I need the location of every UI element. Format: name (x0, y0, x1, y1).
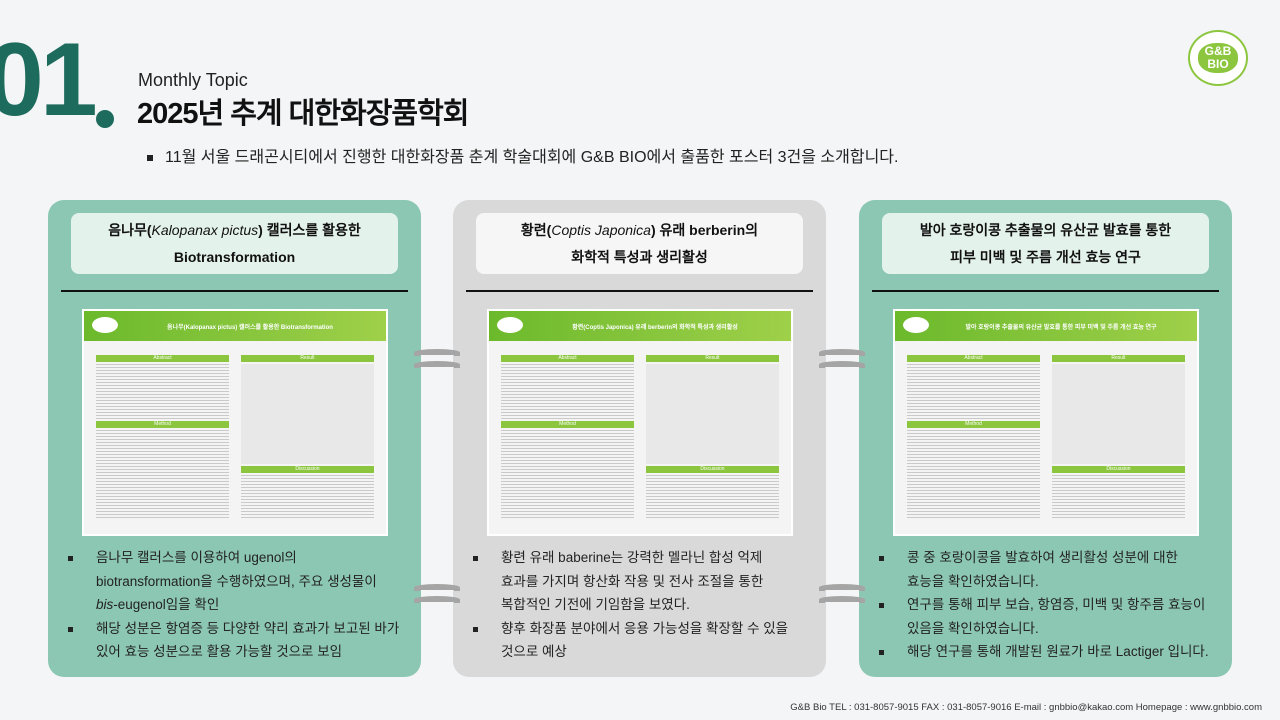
list-item-line: 복합적인 기전에 기임함을 보였다. (501, 597, 690, 612)
logo-text: G&B (1204, 44, 1232, 58)
title-line2: Biotransformation (173, 249, 296, 265)
page-subtitle: Monthly Topic (138, 70, 248, 90)
poster-title: 발아 호랑이콩 추출물의 유산균 발효를 통한 피부 미백 및 주름 개선 효능… (965, 324, 1157, 331)
divider (466, 290, 813, 292)
bullet-list: 음나무 캘러스를 이용하여 ugenol의 biotransformation을 … (66, 546, 411, 664)
poster-section: Abstract (907, 355, 1040, 362)
poster-section: Abstract (501, 355, 634, 362)
poster-title: 음나무(Kalopanax pictus) 캘러스를 활용한 Biotransf… (167, 324, 333, 331)
divider (872, 290, 1219, 292)
title-line2: 화학적 특성과 생리활성 (571, 249, 708, 265)
list-item-line: 효과를 가지며 항산화 작용 및 전사 조절을 통한 (501, 573, 764, 589)
list-item-line: 것으로 예상 (501, 644, 567, 659)
italic-text: bis (96, 597, 114, 612)
poster-section: Method (501, 421, 634, 428)
title-italic: Kalopanax pictus (151, 222, 259, 238)
intro-label: 11월 서울 드래곤시티에서 진행한 대한화장품 춘계 학술대회에 G&B BI… (165, 149, 899, 166)
title-text: ) 캘러스를 활용한 (258, 222, 361, 238)
poster-section: Discussion (241, 466, 374, 473)
section-number: 01 (0, 22, 98, 138)
poster-section: Discussion (1052, 466, 1185, 473)
connector-icon (819, 349, 865, 371)
title-italic: Coptis Japonica (551, 222, 651, 238)
list-item-line: 해당 성분은 항염증 등 다양한 약리 효과가 보고된 바가 (96, 620, 400, 636)
intro-text: 11월 서울 드래곤시티에서 진행한 대한화장품 춘계 학술대회에 G&B BI… (147, 143, 898, 167)
poster-section: Result (1052, 355, 1185, 362)
poster-section: Result (646, 355, 779, 362)
list-item-line: 있음을 확인하였습니다. (907, 620, 1039, 636)
list-item-line: 해당 연구를 통해 개발된 원료가 바로 Lactiger 입니다. (907, 644, 1209, 659)
poster-section: Method (96, 421, 229, 428)
poster-image: 음나무(Kalopanax pictus) 캘러스를 활용한 Biotransf… (82, 309, 388, 536)
text: -eugenol임을 확인 (113, 597, 220, 612)
bullet-icon (147, 154, 153, 161)
list-item-line: 콩 중 호랑이콩을 발효하여 생리활성 성분에 대한 (907, 550, 1178, 565)
poster-section: Result (241, 355, 374, 362)
list-item-line: 황련 유래 baberine는 강력한 멜라닌 합성 억제 (501, 550, 763, 565)
title-text: 황련( (520, 222, 552, 238)
list-item-line: 연구를 통해 피부 보습, 항염증, 미백 및 항주름 효능이 (907, 597, 1206, 612)
card-title: 음나무(Kalopanax pictus) 캘러스를 활용한 Biotransfo… (71, 213, 398, 274)
list-item: 음나무 캘러스를 이용하여 ugenol의 biotransformation을 … (66, 546, 411, 617)
poster-section: Discussion (646, 466, 779, 473)
list-item-line: 있어 효능 성분으로 활용 가능할 것으로 보임 (96, 644, 343, 659)
list-item: 해당 연구를 통해 개발된 원료가 바로 Lactiger 입니다. (877, 640, 1222, 664)
divider (61, 290, 408, 292)
poster-image: 황련(Coptis Japonica) 유래 berberin의 화학적 특성과… (487, 309, 793, 536)
title-line2: 피부 미백 및 주름 개선 효능 연구 (950, 249, 1141, 265)
list-item-line: bis-eugenol임을 확인 (96, 593, 411, 617)
poster-title: 황련(Coptis Japonica) 유래 berberin의 화학적 특성과… (572, 324, 738, 331)
poster-logo (903, 317, 929, 333)
logo-text: BIO (1207, 57, 1229, 71)
section-number-dot (96, 110, 114, 128)
poster-header: 음나무(Kalopanax pictus) 캘러스를 활용한 Biotransf… (84, 311, 386, 341)
title-text: ) 유래 berberin의 (650, 222, 759, 238)
title-text: 발아 호랑이콩 추출물의 유산균 발효를 통한 (919, 222, 1172, 238)
poster-section: Abstract (96, 355, 229, 362)
poster-section: Method (907, 421, 1040, 428)
list-item-line: biotransformation을 수행하였으며, 주요 생성물이 (96, 573, 377, 589)
connector-icon (414, 584, 460, 606)
list-item-line: 음나무 캘러스를 이용하여 ugenol의 (96, 550, 297, 565)
footer-contact: G&B Bio TEL : 031-8057-9015 FAX : 031-80… (790, 702, 1262, 713)
poster-header: 발아 호랑이콩 추출물의 유산균 발효를 통한 피부 미백 및 주름 개선 효능… (895, 311, 1197, 341)
page-title: 2025년 추계 대한화장품학회 (137, 98, 469, 130)
title-text: 음나무( (108, 222, 152, 238)
connector-icon (414, 349, 460, 371)
poster-header: 황련(Coptis Japonica) 유래 berberin의 화학적 특성과… (489, 311, 791, 341)
poster-logo (497, 317, 523, 333)
list-item-line: 향후 화장품 분야에서 응용 가능성을 확장할 수 있을 (501, 620, 789, 636)
list-item-line: 효능을 확인하였습니다. (907, 573, 1039, 589)
connector-icon (819, 584, 865, 606)
poster-logo (92, 317, 118, 333)
poster-card: 음나무(Kalopanax pictus) 캘러스를 활용한 Biotransfo… (48, 200, 421, 677)
poster-image: 발아 호랑이콩 추출물의 유산균 발효를 통한 피부 미백 및 주름 개선 효능… (893, 309, 1199, 536)
